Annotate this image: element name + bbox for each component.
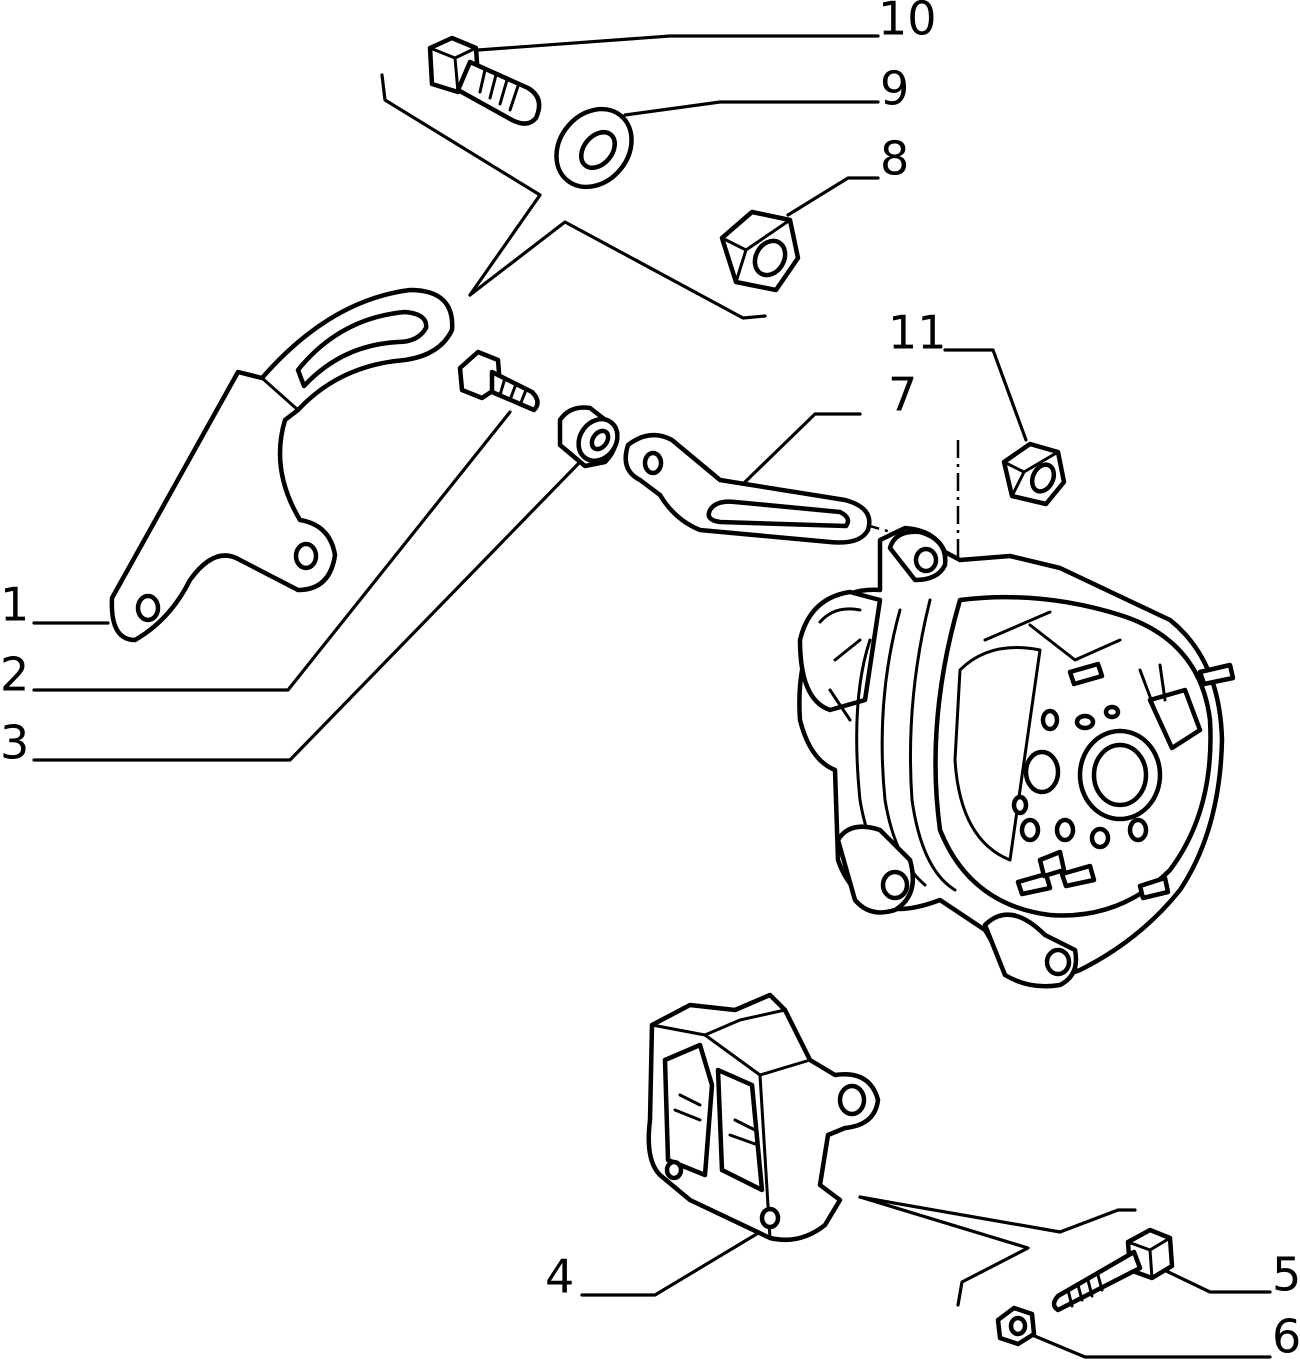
nut-part-11[interactable]: [1001, 441, 1067, 507]
bolt-part-2[interactable]: [457, 349, 540, 413]
callout-3[interactable]: 3: [0, 716, 29, 770]
group-bracket-bottom: [858, 1195, 1137, 1234]
bolt-part-5[interactable]: [1051, 1227, 1175, 1313]
leader-4: [580, 1230, 762, 1297]
callout-8[interactable]: 8: [880, 132, 909, 186]
leader-2: [32, 410, 512, 692]
callout-11[interactable]: 11: [888, 306, 947, 360]
leader-6: [1023, 1330, 1272, 1359]
adjuster-link-part-7[interactable]: [623, 432, 872, 545]
bracket-part-1[interactable]: [109, 287, 455, 643]
callout-7[interactable]: 7: [888, 368, 917, 422]
nut-part-8[interactable]: [719, 209, 801, 293]
callout-9[interactable]: 9: [880, 62, 909, 116]
leader-lines: [32, 34, 1272, 1359]
callout-5[interactable]: 5: [1272, 1248, 1300, 1302]
washer-part-9[interactable]: [541, 94, 647, 202]
leader-3: [32, 462, 580, 762]
leader-9: [623, 100, 880, 117]
group-bracket-top-b: [468, 220, 767, 320]
callout-1[interactable]: 1: [0, 578, 29, 632]
callout-10[interactable]: 10: [878, 0, 937, 46]
leader-8: [786, 176, 880, 217]
callout-2[interactable]: 2: [0, 648, 29, 702]
group-bracket-bottom-b: [858, 1195, 1030, 1307]
leader-11: [943, 348, 1028, 442]
nut-part-6[interactable]: [995, 1305, 1037, 1347]
spacer-part-3[interactable]: [557, 405, 625, 469]
callout-6[interactable]: 6: [1272, 1310, 1300, 1363]
leader-5: [1158, 1266, 1272, 1294]
bolt-part-10[interactable]: [427, 35, 542, 126]
mount-bracket-part-4[interactable]: [646, 992, 881, 1243]
group-bracket-top: [380, 73, 542, 297]
alternator[interactable]: [797, 525, 1236, 989]
leader-10: [476, 34, 880, 52]
leader-7: [743, 412, 862, 484]
callout-4[interactable]: 4: [545, 1250, 574, 1304]
